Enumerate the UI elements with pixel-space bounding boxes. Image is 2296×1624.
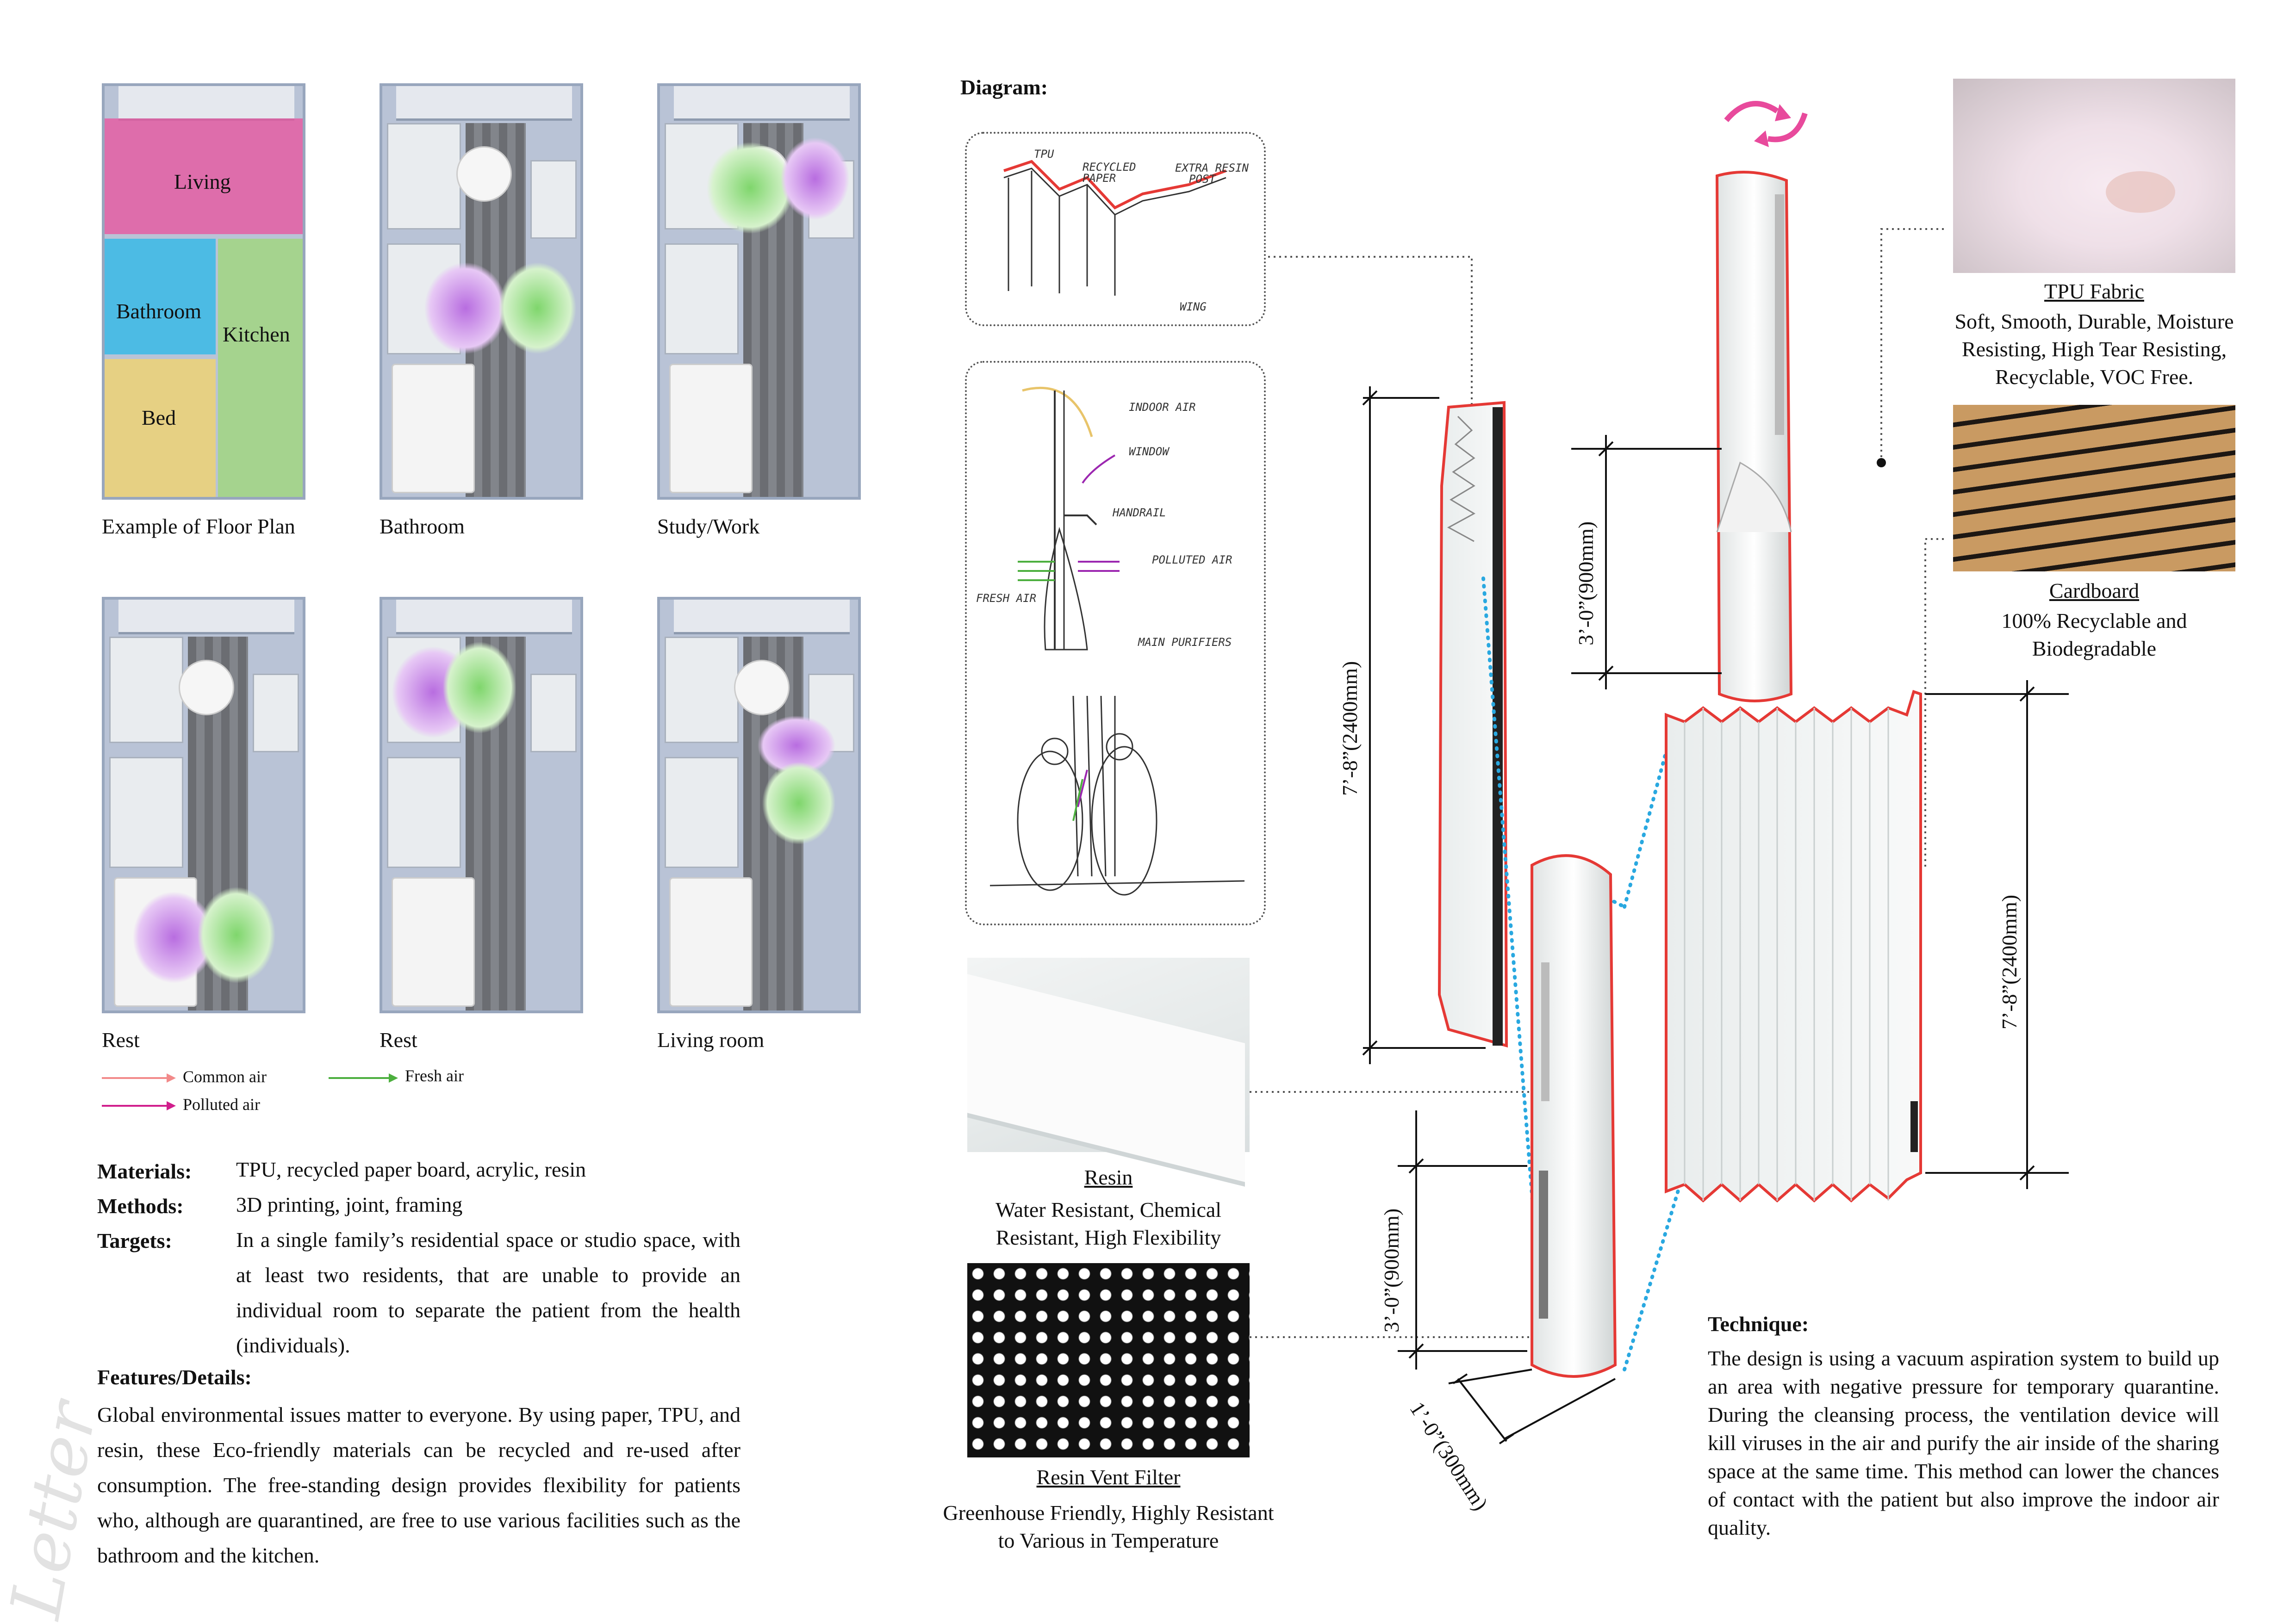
tpu-description: Soft, Smooth, Durable, Moisture Resistin… bbox=[1954, 310, 2234, 389]
zone-kitchen bbox=[218, 239, 303, 497]
label-kitchen: Kitchen bbox=[223, 322, 290, 346]
fresh-air-arrow bbox=[329, 1077, 389, 1079]
floor-plan-bathroom bbox=[380, 83, 583, 500]
methods-key: Methods: bbox=[97, 1194, 184, 1218]
technique-title: Technique: bbox=[1708, 1312, 1809, 1336]
caption-rest-1: Rest bbox=[102, 1028, 140, 1052]
dim-height-bottom: 3’-0”(900mm) bbox=[1380, 1208, 1403, 1333]
floor-plan-living bbox=[657, 597, 861, 1013]
methods-value: 3D printing, joint, framing bbox=[236, 1193, 463, 1216]
resin-title: Resin bbox=[1084, 1165, 1133, 1189]
dim-width-bottom: 1’-0”(300mm) bbox=[1405, 1397, 1493, 1515]
cardboard-description: 100% Recyclable and Biodegradable bbox=[2001, 609, 2187, 660]
vent-filter-image bbox=[967, 1263, 1250, 1457]
cardboard-title: Cardboard bbox=[2049, 579, 2140, 602]
tpu-fabric-image bbox=[1953, 79, 2235, 273]
sketch-label-extra-resin: EXTRA RESIN bbox=[1175, 161, 1249, 174]
airflow-sketch bbox=[989, 386, 1245, 896]
sketch-label-tpu: TPU bbox=[1034, 148, 1054, 161]
sketch-label-recycled: RECYCLED bbox=[1083, 161, 1136, 174]
sketch-airflow: INDOOR AIR WINDOW HANDRAIL POLLUTED AIR … bbox=[965, 361, 1266, 925]
resin-description: Water Resistant, Chemical Resistant, Hig… bbox=[995, 1198, 1222, 1249]
sketch-wing-section: TPU RECYCLED PAPER EXTRA RESIN POST WING bbox=[965, 132, 1266, 326]
wing-section-sketch bbox=[1003, 160, 1227, 296]
targets-value: In a single family’s residential space o… bbox=[236, 1228, 740, 1357]
legend-polluted-air: Polluted air bbox=[183, 1095, 260, 1114]
materials-key: Materials: bbox=[97, 1159, 192, 1183]
sketch-label-window: WINDOW bbox=[1129, 445, 1169, 458]
sketch-label-post: POST bbox=[1189, 173, 1216, 186]
label-living: Living bbox=[174, 170, 231, 193]
caption-example: Example of Floor Plan bbox=[102, 514, 295, 538]
sketch-label-fresh-air: FRESH AIR bbox=[976, 592, 1037, 605]
legend-fresh-air: Fresh air bbox=[405, 1066, 464, 1085]
caption-living-room: Living room bbox=[657, 1028, 765, 1052]
vent-filter-title: Resin Vent Filter bbox=[1036, 1465, 1181, 1489]
vent-filter-description: Greenhouse Friendly, Highly Resistant to… bbox=[943, 1501, 1274, 1552]
common-air-arrow bbox=[102, 1077, 167, 1079]
sketch-label-main-purifiers: MAIN PURIFIERS bbox=[1138, 636, 1232, 649]
sketch-label-indoor-air: INDOOR AIR bbox=[1129, 401, 1196, 414]
dim-height-top: 3’-0”(900mm) bbox=[1574, 521, 1598, 645]
dim-height-left: 7’-8”(2400mm) bbox=[1338, 661, 1362, 796]
technique-text: The design is using a vacuum aspiration … bbox=[1708, 1346, 2219, 1539]
zone-living bbox=[105, 118, 303, 234]
cardboard-image bbox=[1953, 405, 2235, 571]
features-key: Features/Details: bbox=[97, 1365, 252, 1389]
features-value: Global environmental issues matter to ev… bbox=[97, 1403, 740, 1567]
zone-bathroom bbox=[105, 239, 216, 354]
caption-bathroom: Bathroom bbox=[380, 514, 465, 538]
sketch-label-handrail: HANDRAIL bbox=[1113, 506, 1166, 519]
floor-plan-study bbox=[657, 83, 861, 500]
legend-common-air: Common air bbox=[183, 1067, 267, 1086]
zone-bed bbox=[105, 359, 216, 497]
materials-value: TPU, recycled paper board, acrylic, resi… bbox=[236, 1158, 586, 1181]
floor-plan-rest-2 bbox=[380, 597, 583, 1013]
resin-sample-image bbox=[967, 958, 1250, 1182]
dim-height-right: 7’-8”(2400mm) bbox=[1997, 894, 2021, 1029]
sketch-label-polluted-air: POLLUTED AIR bbox=[1152, 553, 1232, 566]
caption-study: Study/Work bbox=[657, 514, 760, 538]
sketch-label-paper: PAPER bbox=[1083, 172, 1116, 185]
polluted-air-arrow bbox=[102, 1105, 167, 1107]
label-bed: Bed bbox=[142, 406, 176, 429]
sketch-label-wing: WING bbox=[1180, 300, 1207, 313]
label-bathroom: Bathroom bbox=[116, 299, 201, 323]
caption-rest-2: Rest bbox=[380, 1028, 417, 1052]
tpu-title: TPU Fabric bbox=[2044, 279, 2144, 303]
targets-key: Targets: bbox=[97, 1229, 172, 1252]
floor-plan-rest-1 bbox=[102, 597, 305, 1013]
diagram-title: Diagram: bbox=[960, 75, 1048, 99]
floor-plan-example: Living Bathroom Kitchen Bed bbox=[102, 83, 305, 500]
watermark-signature: Letter bbox=[0, 1396, 112, 1624]
